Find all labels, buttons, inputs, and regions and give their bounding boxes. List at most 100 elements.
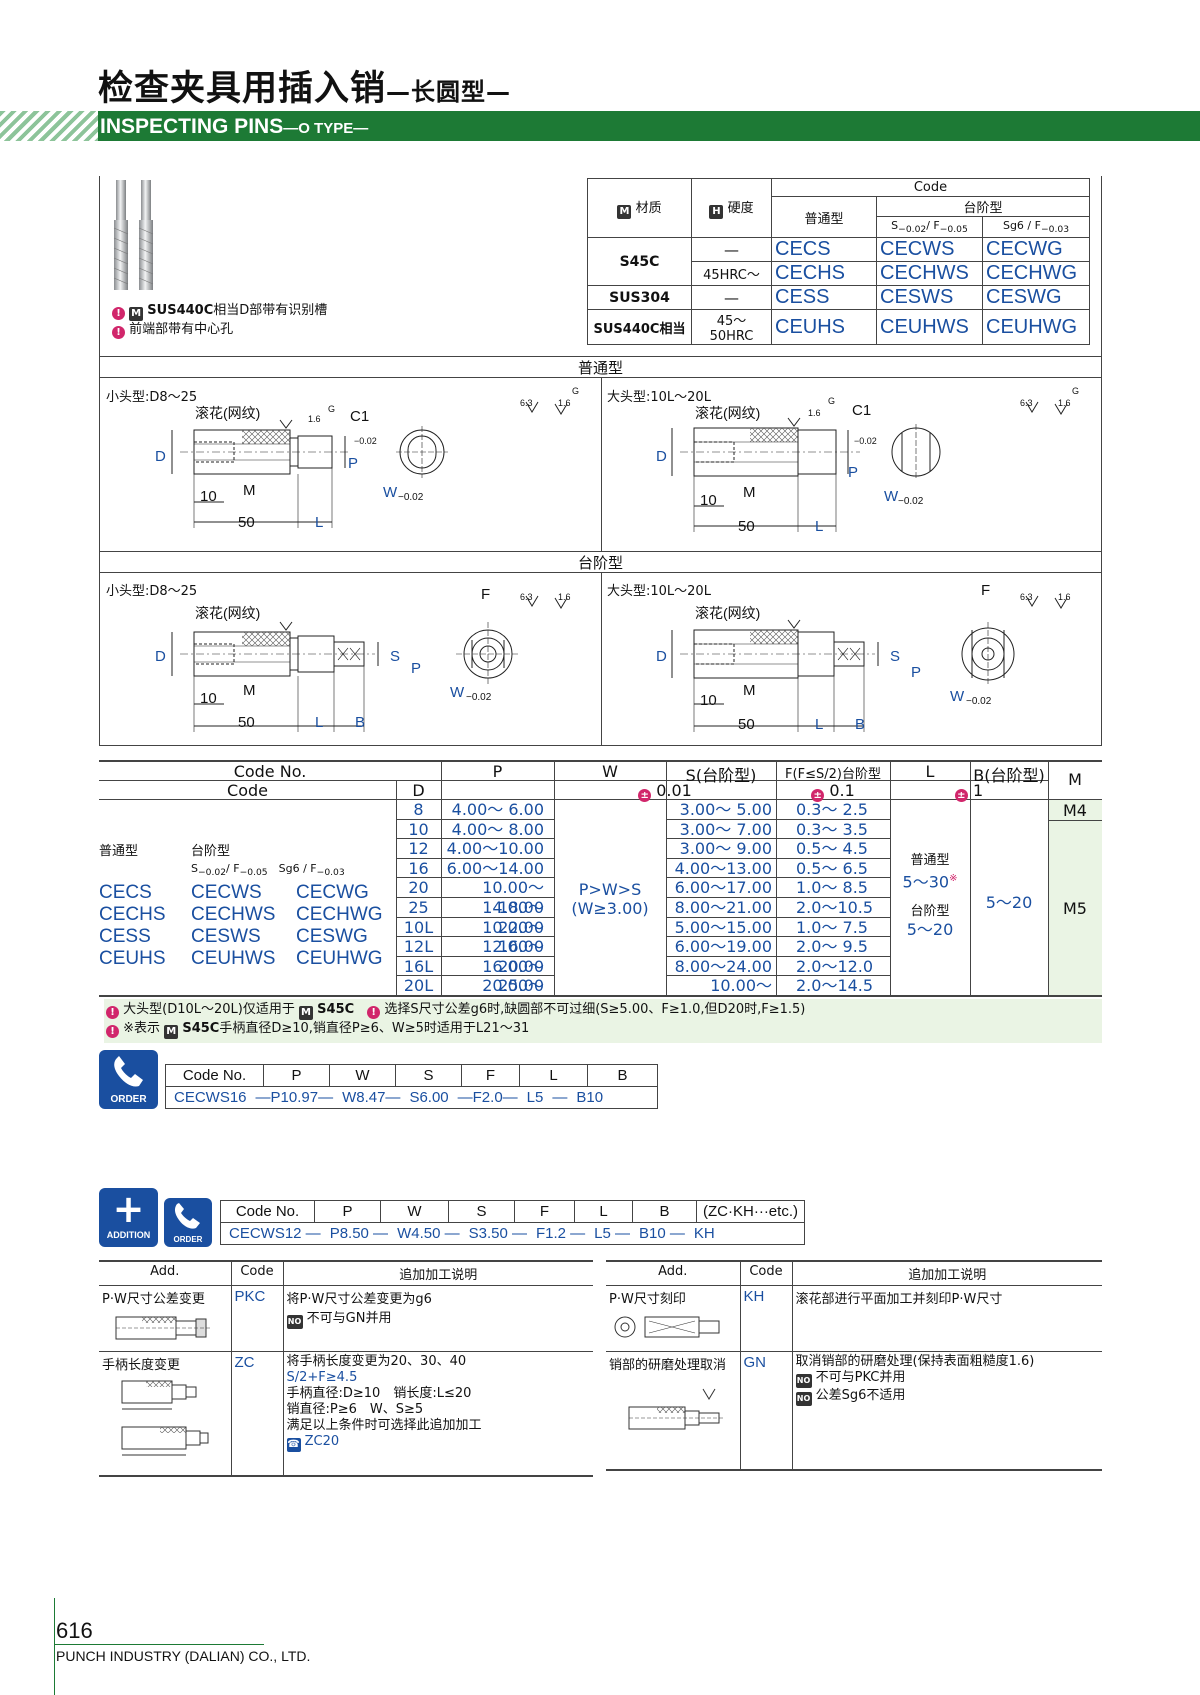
order-header: (ZC·KH···etc.) (696, 1200, 805, 1223)
info-icon: ! (106, 1006, 119, 1019)
info-icon: ! (367, 1006, 381, 1019)
product-code: CECHWS (191, 904, 276, 925)
order-header: Code No. (220, 1200, 315, 1223)
table-cell: 0.3～ 3.5 (776, 820, 890, 840)
order-value-row: CECWS12 —P8.50 —W4.50 —S3.50 —F1.2 —L5 —… (220, 1222, 805, 1245)
table-cell: 10.00～29.00 (710, 976, 772, 1015)
header-bar (98, 111, 1200, 141)
table-cell: 10L (396, 918, 441, 938)
order-value: CECWS12 — (229, 1225, 321, 1242)
table-cell: 3.00～ 5.00 (666, 800, 776, 820)
order-value: P8.50 — (329, 1225, 389, 1242)
table-cell: 8.00～21.00 (666, 898, 776, 918)
order-header: F (461, 1064, 520, 1087)
tolerance-icon: ± (954, 789, 968, 802)
figure-pkc (115, 1316, 210, 1340)
order-header: Code No. (165, 1064, 264, 1087)
table-cell: 6.00～19.00 (666, 937, 776, 957)
drawing-divider-2 (601, 573, 602, 745)
phone-icon: ☎ (286, 1438, 301, 1452)
code-cecwg: CECWG (982, 237, 1090, 262)
table-cell: 16.00～25.00 (441, 957, 554, 995)
page-number: 616 (56, 1618, 93, 1643)
order-header: W (329, 1064, 396, 1087)
table-cell: 12 (396, 839, 441, 859)
label-c1: C1 (350, 408, 370, 425)
main-table-bg-m (1048, 800, 1102, 996)
table-cell: 10 (396, 820, 441, 840)
drawing-label-large-step: 大头型:10L～20L (607, 584, 711, 599)
tolerance-icon: ± (638, 789, 652, 802)
section-step: 台阶型 (99, 551, 1102, 573)
no-icon: NO (795, 1392, 812, 1406)
table-cell: 14.00～22.00 (441, 898, 554, 937)
order-header: P (263, 1064, 330, 1087)
phone-icon (174, 1203, 200, 1229)
drawing-step-small (171, 595, 568, 732)
no-icon: NO (795, 1374, 812, 1388)
w-rule: P>W>S (W≥3.00) (571, 880, 649, 918)
info-icon: ! (106, 1025, 119, 1038)
table-cell: 4.00～13.00 (666, 859, 776, 879)
no-icon: NO (286, 1315, 303, 1329)
order-value: —F2.0— (457, 1089, 518, 1106)
order-header: P (314, 1200, 381, 1223)
footer-line-h (54, 1644, 264, 1645)
order-header: S (395, 1064, 462, 1087)
section-standard: 普通型 (99, 356, 1102, 378)
table-cell: 16L (396, 957, 441, 977)
product-code: CESWS (191, 926, 261, 947)
order-value: B10 — (639, 1225, 685, 1242)
table-cell: 20L (403, 976, 434, 996)
table-cell: 2.0～12.0 (776, 957, 890, 977)
table-cell: 10.00～16.00 (441, 918, 554, 956)
product-code: CECHS (99, 904, 166, 925)
photo-note-2: ! 前端部带有中心孔 (112, 321, 327, 339)
photo-notes: ! M SUS440C相当D部带有识别槽 ! 前端部带有中心孔 (112, 302, 327, 339)
order-header: W (380, 1200, 449, 1223)
code-cecs: CECS (771, 237, 877, 262)
order-value: S6.00 (409, 1089, 449, 1106)
order-value: CECWS16 (174, 1089, 247, 1106)
order-value: W8.47— (342, 1089, 401, 1106)
order-value-row: CECWS16—P10.97—W8.47—S6.00—F2.0—L5—B10 (165, 1086, 658, 1109)
figure-kh (614, 1316, 720, 1338)
product-code: CESS (99, 926, 151, 947)
product-code: CESWG (296, 926, 368, 947)
main-notes: ! 大头型(D10L～20L)仅适用于 M S45C ! 选择S尺寸公差g6时,… (104, 999, 1102, 1043)
table-cell: 12.00～20.00 (441, 937, 554, 976)
table-cell: 6.00～17.00 (666, 878, 776, 898)
order-value: B10 (576, 1089, 604, 1106)
plus-icon: + (112, 1187, 145, 1231)
table-cell: 20.00～30.00 (482, 976, 544, 1015)
material-icon: M (129, 307, 144, 321)
page-title: 检查夹具用插入销—长圆型— (98, 69, 512, 109)
code-row: CESS CESWS CESWG (99, 926, 396, 948)
dim-p: P (348, 455, 359, 472)
hardness-icon: H (709, 205, 724, 219)
product-code: CECWG (296, 882, 369, 903)
material-icon: M (617, 205, 632, 219)
info-icon: ! (112, 326, 125, 339)
product-code: CEUHWG (296, 948, 383, 969)
l-values: 普通型 5～30※ 台阶型 5～20 (902, 853, 958, 940)
table-cell: 8 (396, 800, 441, 820)
footer-line-v (54, 1598, 55, 1695)
m-large: M5 (1063, 899, 1087, 918)
table-cell: 2.0～14.5 (796, 976, 874, 996)
drawing-divider-1 (601, 378, 602, 551)
addition-table-left: Add. Code 追加加工说明 P·W尺寸公差变更 PKC 将P·W尺寸公差变… (99, 1260, 593, 1477)
table-cell: 8.00～24.00 (666, 957, 776, 977)
b-value: 5～20 (985, 893, 1033, 912)
table-cell: 16 (396, 859, 441, 879)
table-cell: 0.5～ 6.5 (776, 859, 890, 879)
tol-w: ± 0.01 (554, 781, 776, 802)
table-cell: 3.00～ 9.00 (666, 839, 776, 859)
drawing-label-small-step: 小头型:D8～25 (106, 584, 198, 599)
